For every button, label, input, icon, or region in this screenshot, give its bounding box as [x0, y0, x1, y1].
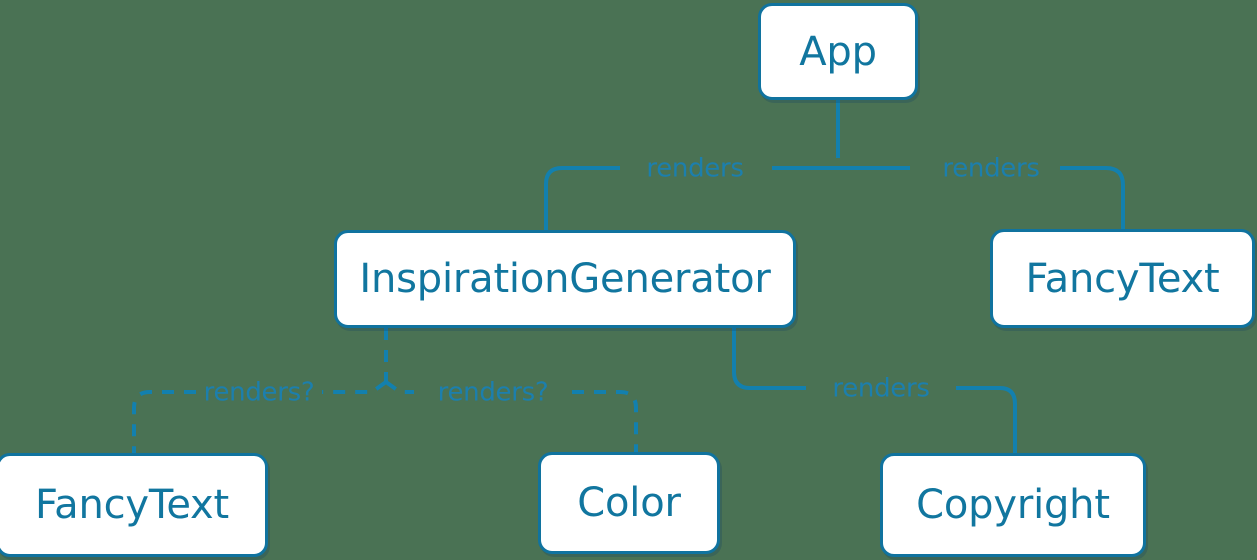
edge-label-inspiration-to-color: renders?: [438, 378, 549, 408]
edge-label-app-to-fancytext: renders: [942, 154, 1039, 184]
node-app-label: App: [799, 28, 877, 75]
edge-inspiration-to-copyright-left-seg: [732, 328, 806, 390]
edge-label-inspiration-to-fancytext: renders?: [204, 378, 315, 408]
node-inspiration-generator[interactable]: InspirationGenerator: [334, 230, 796, 328]
node-color-label: Color: [577, 480, 681, 526]
edge-inspiration-to-fancytext-left-tail: [132, 390, 196, 453]
node-fancytext-left-label: FancyText: [35, 482, 229, 528]
node-copyright-label: Copyright: [916, 482, 1110, 528]
node-color[interactable]: Color: [538, 452, 720, 554]
edge-app-to-fancytext-right-seg: [1060, 166, 1125, 229]
node-fancytext-left[interactable]: FancyText: [0, 453, 268, 557]
node-inspiration-generator-label: InspirationGenerator: [359, 256, 771, 302]
edge-label-app-to-inspiration: renders: [646, 154, 743, 184]
edge-label-inspiration-to-copyright: renders: [832, 374, 929, 404]
edge-inspiration-to-fancytext-left: [322, 380, 388, 394]
node-fancytext-right[interactable]: FancyText: [990, 229, 1255, 328]
edge-app-to-inspiration-left-seg: [544, 166, 620, 230]
edge-inspiration-to-color-tail: [572, 390, 638, 452]
edge-inspiration-to-color-right: [384, 380, 414, 394]
node-copyright[interactable]: Copyright: [880, 453, 1146, 557]
node-fancytext-right-label: FancyText: [1025, 255, 1220, 302]
node-app[interactable]: App: [758, 3, 918, 100]
edge-inspiration-to-copyright-right-seg: [956, 386, 1017, 453]
